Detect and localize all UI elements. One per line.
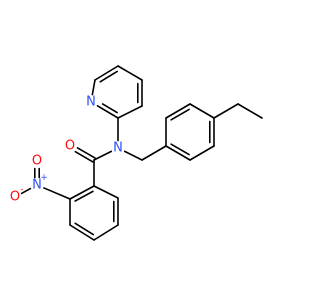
bond-bz4-bz5: [93, 224, 119, 241]
bond-eb4-Et1: [213, 103, 239, 119]
bond-eb1-eb2-inner: [170, 143, 190, 156]
bond-eb2-eb3: [189, 145, 215, 161]
bond-Nn-On2: [20, 187, 32, 195]
atom-label-N_amide: N: [113, 141, 123, 156]
bond-bz1-bz2: [69, 185, 95, 200]
bond-Et1-Et2: [237, 103, 263, 119]
bonds-group: [20, 65, 263, 241]
atom-label-O_nitro_single: O: [10, 190, 20, 205]
atom-background-O_nitro_double: [30, 154, 44, 168]
atom-background-O_nitro_single: [8, 190, 22, 204]
atom-background-N_nitro: [30, 178, 44, 192]
bond-bz1-bz2-inner: [74, 190, 94, 202]
bond-N-Cb: [123, 150, 143, 161]
bond-eb5-eb6: [165, 103, 191, 119]
bond-bz3-bz4: [69, 224, 95, 241]
atom-label-N_pyridine: N: [86, 95, 96, 110]
atom-background-N_amide: [111, 141, 125, 155]
atom-background-N_pyridine: [84, 95, 98, 109]
atom-label-O_nitro_double: O: [32, 154, 42, 169]
bond-eb1-eb2: [165, 145, 191, 161]
bond-bz6-bz1: [93, 185, 119, 199]
bond-py2-Np: [96, 105, 119, 119]
atom-background-O_carbonyl: [63, 139, 77, 153]
bond-py6-py5-inner: [99, 70, 118, 83]
bond-Cc-Oc-a: [76, 147, 96, 159]
atom-label-N_nitro: N: [32, 178, 42, 193]
bond-eb4-eb5: [189, 103, 215, 119]
bond-py6-py5: [94, 65, 119, 81]
atom-charge-O_nitro_single: -: [20, 185, 23, 195]
bond-N-Cc: [93, 150, 113, 161]
bond-Cc-Oc-b: [74, 150, 94, 163]
bond-py5-py4: [117, 65, 143, 81]
bond-eb5-eb6-inner: [170, 108, 190, 121]
bond-bz3-bz4-inner: [74, 222, 95, 236]
bond-Cb-eb1: [141, 145, 167, 161]
atom-charge-N_nitro: +: [40, 173, 48, 183]
atom-label-O_carbonyl: O: [65, 139, 75, 154]
bond-bz2-Nn: [43, 187, 71, 200]
bond-py3-py2: [117, 105, 143, 119]
bond-py2-Np-inner: [101, 103, 118, 114]
bond-Np-py6: [91, 79, 96, 96]
